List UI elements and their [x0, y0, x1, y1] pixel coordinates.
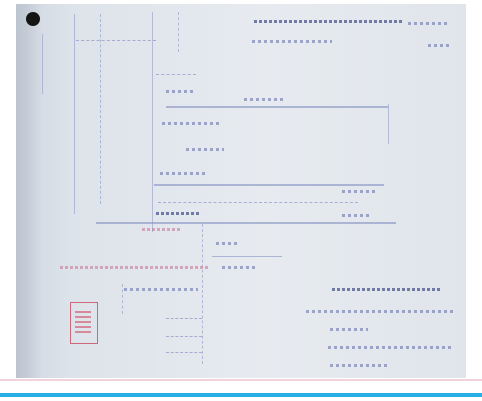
fraction-bar: [212, 256, 282, 257]
label-line: [160, 172, 206, 175]
guide-line: [152, 12, 153, 232]
note-line: [328, 346, 452, 349]
guide-line: [122, 284, 123, 314]
punch-hole: [26, 12, 40, 26]
paper-edge-shadow: [16, 4, 42, 378]
annotation-line: [222, 266, 256, 269]
note-line: [428, 44, 452, 47]
member-end: [388, 104, 389, 144]
guide-line: [202, 224, 203, 364]
annotation-line: [216, 242, 238, 245]
paper-photo: [16, 4, 466, 378]
dimension-line: [166, 352, 202, 353]
guide-line: [178, 12, 179, 52]
dimension-line: [76, 40, 156, 41]
member-line: [166, 106, 388, 108]
accent-bar: [0, 393, 482, 397]
dimension-line: [156, 74, 196, 75]
guide-line: [74, 14, 75, 214]
dimension-line: [166, 318, 202, 319]
label-line: [142, 228, 182, 231]
label-line: [342, 190, 378, 193]
note-line: [408, 22, 450, 25]
divider-line: [0, 379, 482, 381]
dimension-label: [244, 98, 284, 101]
dimension-line: [166, 336, 202, 337]
note-line: [306, 310, 454, 313]
member-line: [96, 222, 396, 224]
label-line: [186, 148, 224, 151]
note-line: [252, 40, 332, 43]
calc-line: [124, 288, 198, 291]
guide-line: [100, 14, 101, 204]
member-line: [154, 184, 384, 186]
label-line: [156, 212, 200, 215]
note-line: [254, 20, 404, 23]
calc-line: [60, 266, 210, 269]
note-line: [330, 328, 368, 331]
note-line: [330, 364, 388, 367]
dimension-line: [158, 202, 358, 203]
label-line: [342, 214, 372, 217]
red-stamp: [70, 302, 98, 344]
note-line: [332, 288, 442, 291]
label-line: [166, 90, 196, 93]
guide-line: [42, 34, 43, 94]
label-line: [162, 122, 222, 125]
